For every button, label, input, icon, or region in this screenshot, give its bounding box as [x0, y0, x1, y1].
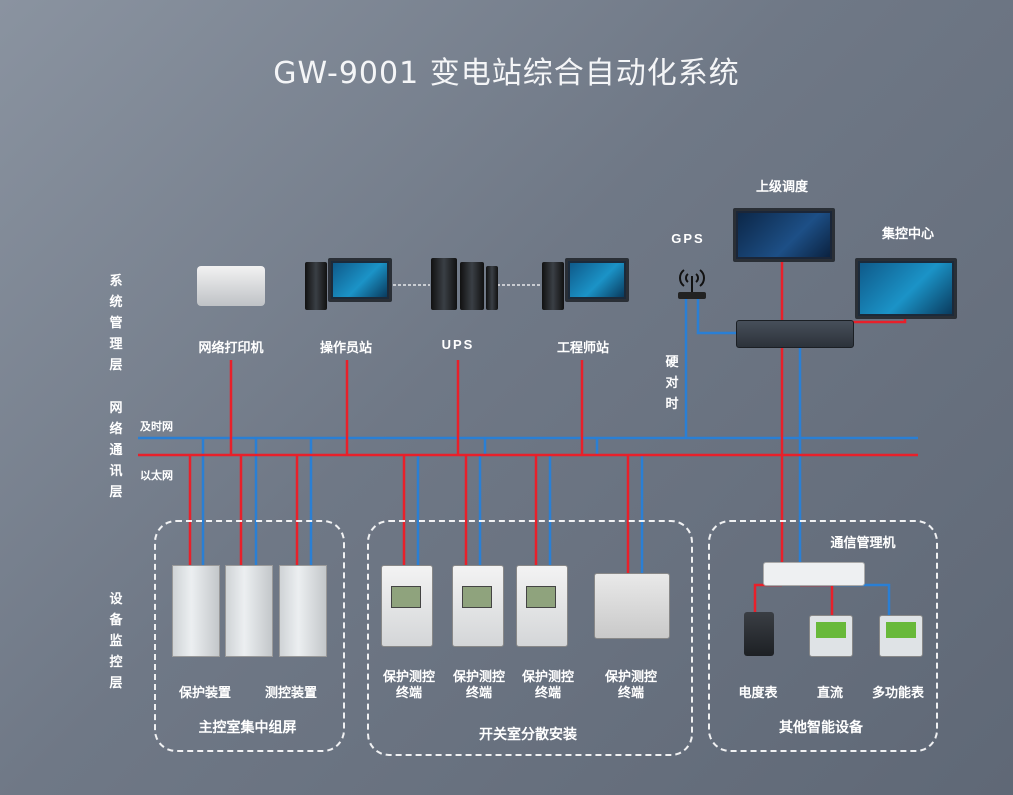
dc-meter-icon — [809, 615, 853, 657]
layer-label-system: 系统管理层 — [109, 273, 123, 372]
gps-label: GPS — [671, 231, 705, 246]
printer-icon — [197, 266, 265, 306]
group-other-devices — [708, 520, 938, 752]
other-label-2: 多功能表 — [871, 685, 924, 700]
operator-monitor-icon — [328, 258, 392, 302]
ups-icon — [431, 258, 457, 310]
other-label-1: 直流 — [816, 685, 843, 700]
gps-antenna-icon — [678, 269, 706, 299]
control-center-screen-icon — [855, 258, 957, 319]
comm-manager-label: 通信管理机 — [830, 535, 896, 550]
layer-label-network: 网络通讯层 — [109, 400, 123, 499]
layer-label-device: 设备监控层 — [109, 591, 123, 690]
control-center-label: 集控中心 — [881, 226, 934, 241]
relay-terminal-icon-3 — [516, 565, 568, 647]
switch-room-label-3: 保护测控终端 — [604, 669, 657, 700]
relay-rack-icon — [594, 573, 670, 639]
engineer-label: 工程师站 — [556, 340, 609, 355]
engineer-tower-icon — [542, 262, 564, 310]
operator-label: 操作员站 — [319, 340, 372, 355]
comm-manager-icon — [763, 562, 865, 586]
group-switch-room — [367, 520, 693, 756]
protection-cabinet-icon-2 — [225, 565, 273, 657]
ups-icon-2 — [460, 262, 484, 310]
multi-function-meter-icon — [879, 615, 923, 657]
ups-icon-3 — [486, 266, 498, 310]
dispatch-label: 上级调度 — [755, 179, 808, 194]
group-main-room — [154, 520, 345, 752]
other-label-0: 电度表 — [738, 685, 778, 700]
energy-meter-icon — [744, 612, 774, 656]
page-title: GW-9001 变电站综合自动化系统 — [273, 56, 740, 91]
switch-room-label-0: 保护测控终端 — [382, 669, 435, 700]
network-switch-icon — [736, 320, 854, 348]
engineer-monitor-icon — [565, 258, 629, 302]
relay-terminal-icon-2 — [452, 565, 504, 647]
control-cabinet-icon — [279, 565, 327, 657]
switch-room-title: 开关室分散安装 — [479, 726, 577, 742]
main-room-label-0: 保护装置 — [178, 685, 231, 700]
relay-terminal-icon — [381, 565, 433, 647]
main-room-title: 主控室集中组屏 — [198, 719, 297, 735]
switch-room-label-2: 保护测控终端 — [521, 669, 574, 700]
switch-room-label-1: 保护测控终端 — [452, 669, 505, 700]
main-room-label-1: 测控装置 — [264, 685, 317, 700]
ups-label: UPS — [441, 337, 475, 352]
workstation-tower-icon — [305, 262, 327, 310]
timing-label: 硬对时 — [665, 354, 679, 411]
protection-cabinet-icon — [172, 565, 220, 657]
printer-label: 网络打印机 — [198, 340, 264, 355]
dispatch-screen-icon — [733, 208, 835, 262]
sync-network-label: 及时网 — [140, 421, 173, 433]
ethernet-label: 以太网 — [140, 470, 173, 482]
other-devices-title: 其他智能设备 — [779, 719, 863, 735]
